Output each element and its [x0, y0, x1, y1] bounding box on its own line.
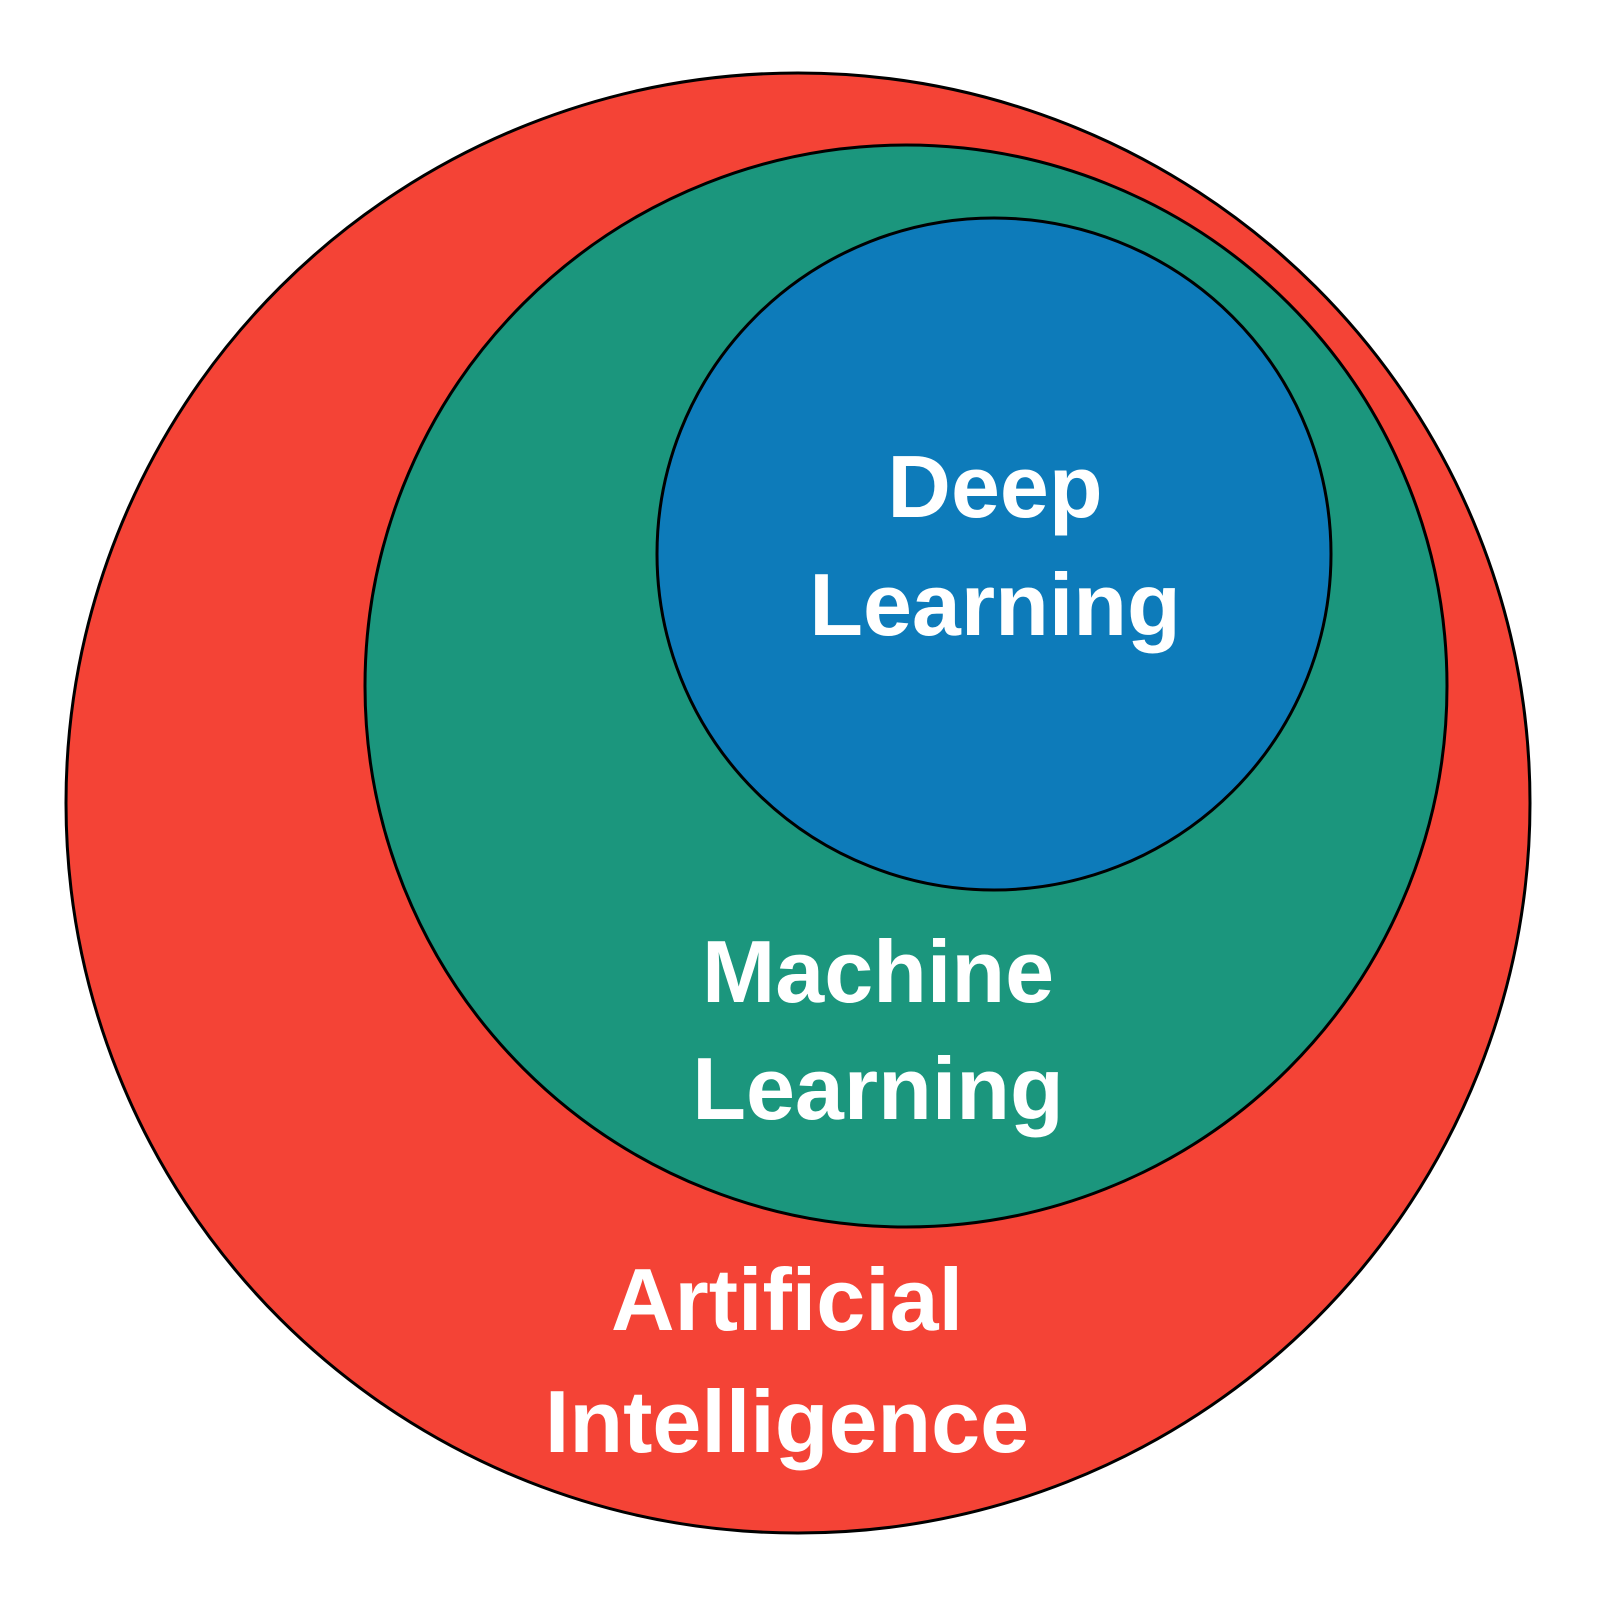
dl-label-line2: Learning — [809, 555, 1181, 654]
dl-circle — [655, 216, 1333, 892]
ai-label-line2: Intelligence — [545, 1372, 1029, 1471]
dl-group: Deep Learning — [655, 216, 1333, 892]
ai-label-line1: Artificial — [611, 1250, 963, 1349]
ml-label-line1: Machine — [702, 922, 1054, 1021]
dl-label-line1: Deep — [887, 437, 1102, 536]
ml-label-line2: Learning — [692, 1039, 1064, 1138]
